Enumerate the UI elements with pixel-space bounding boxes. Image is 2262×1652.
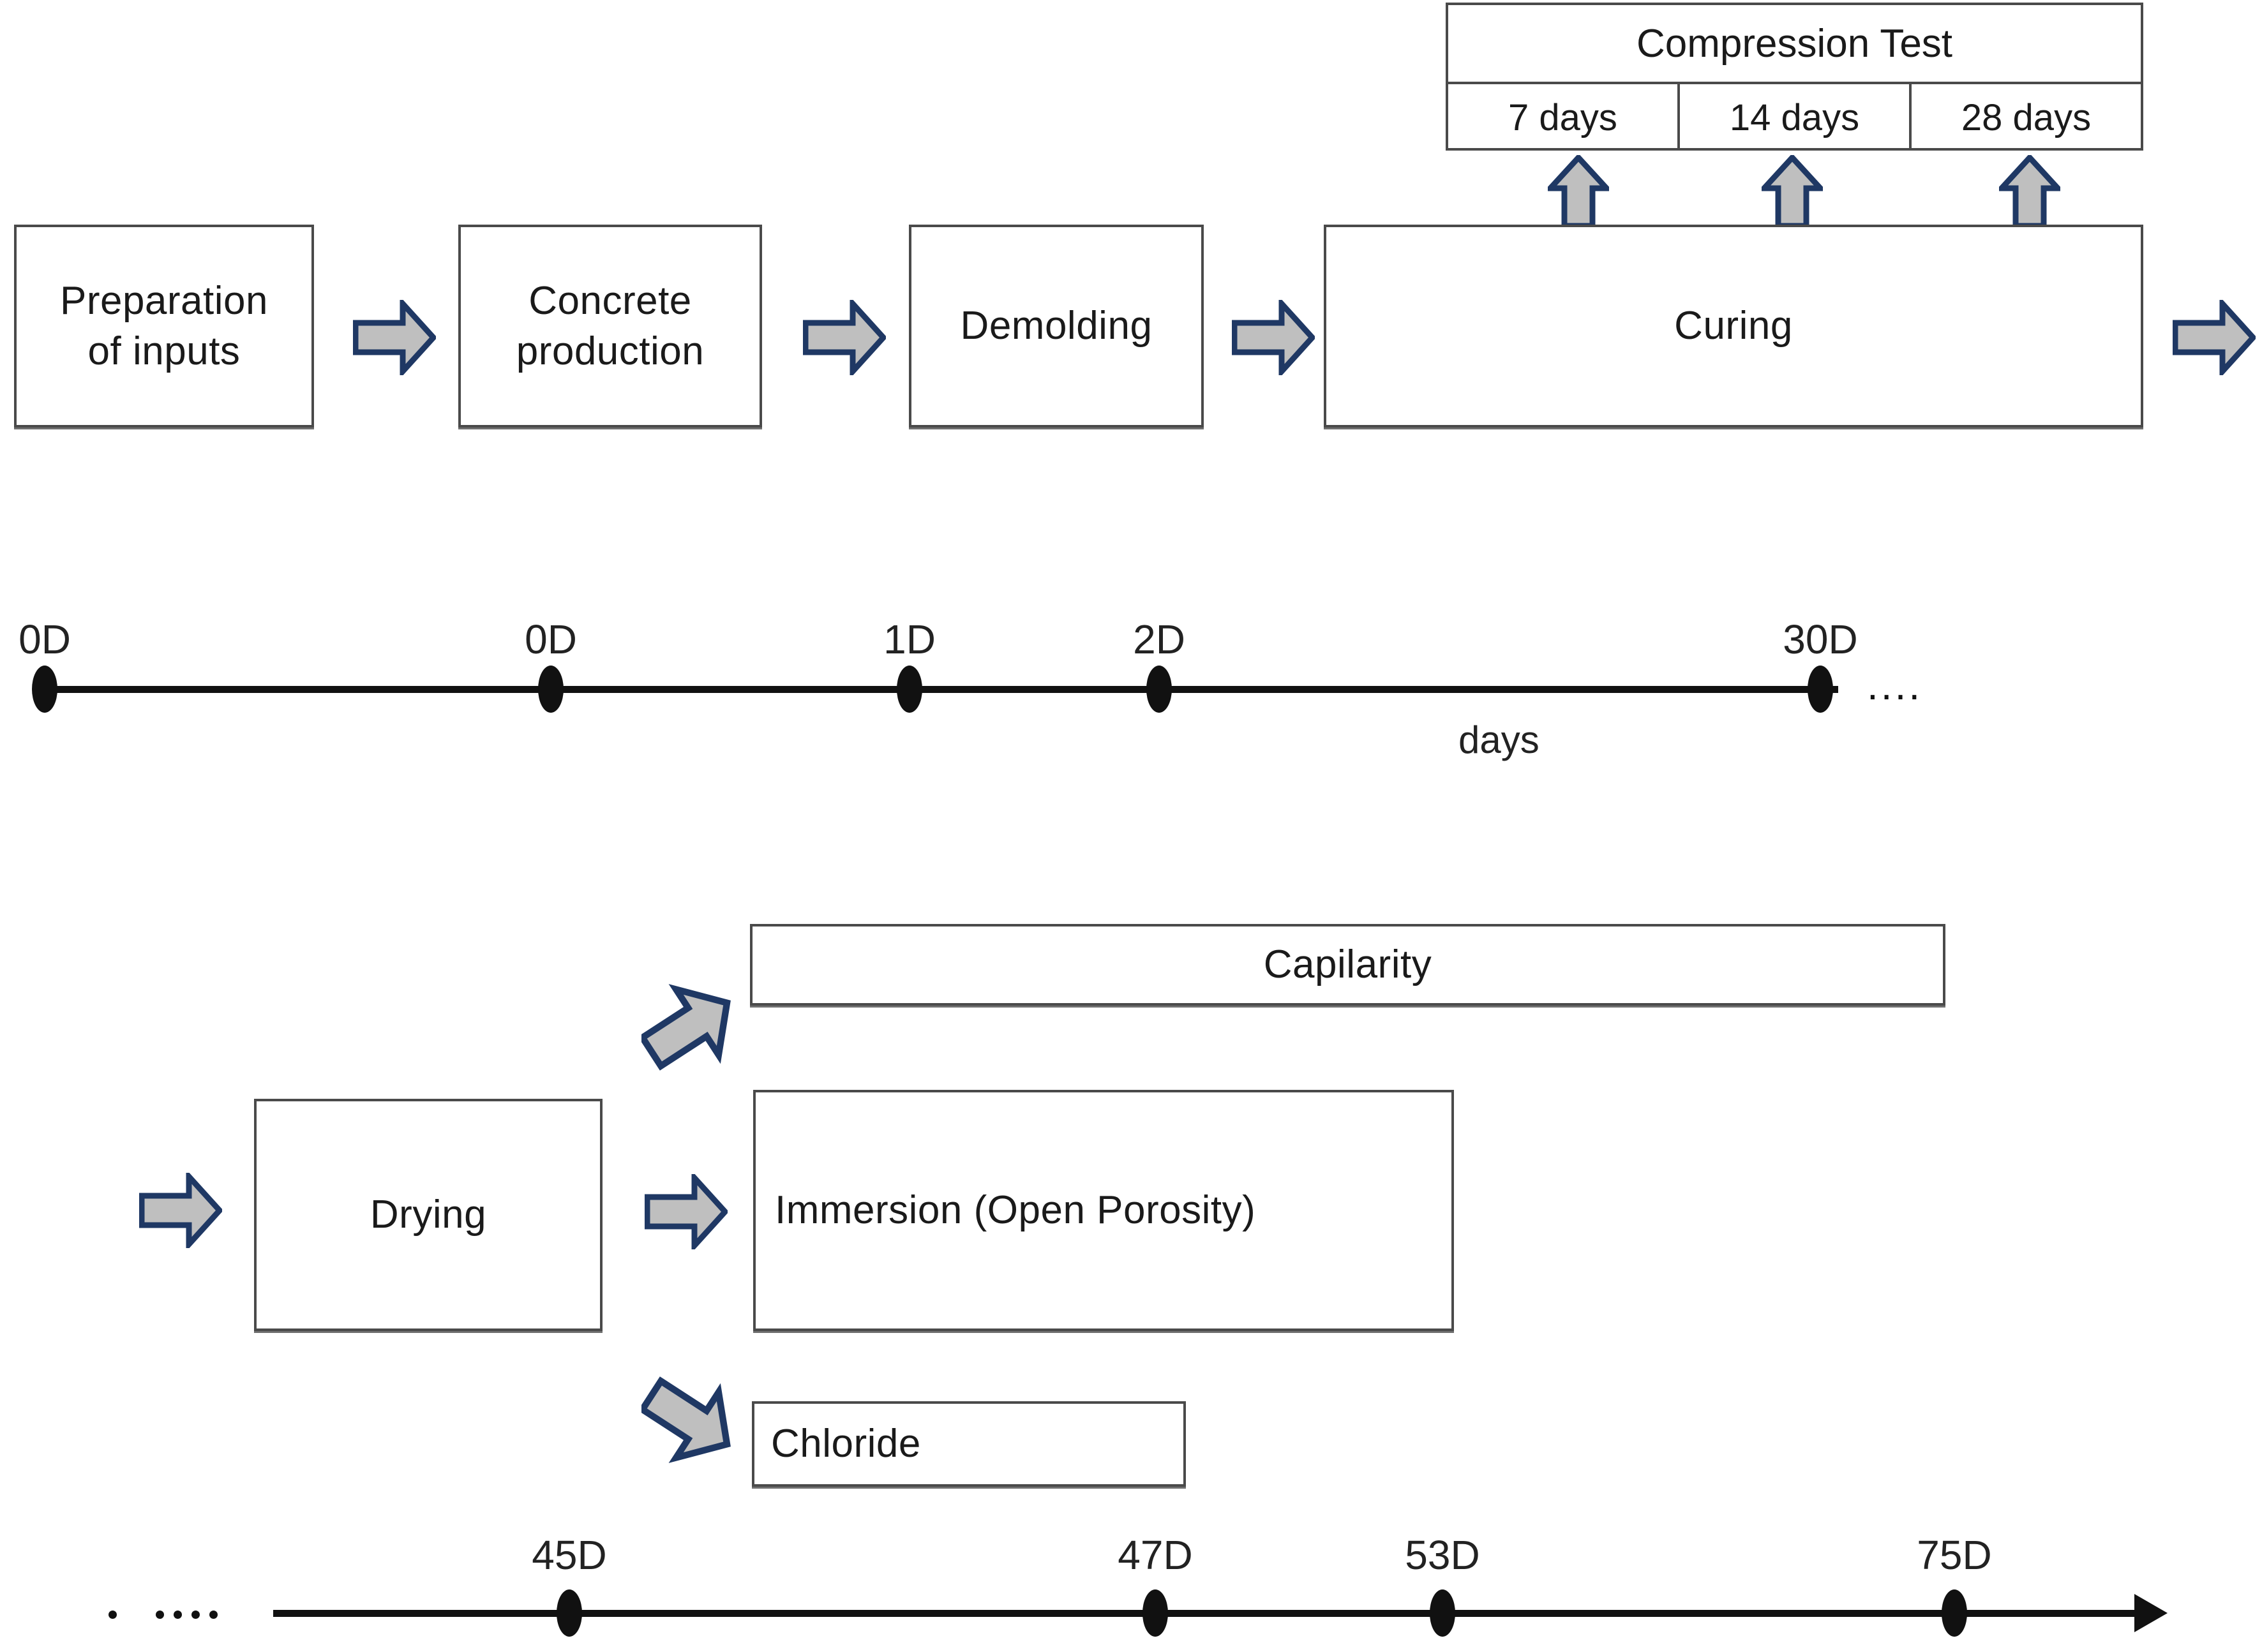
arrow-right-icon-prep-to-production bbox=[353, 300, 436, 375]
timeline-bottom-axis bbox=[273, 1610, 2143, 1617]
compression-test-header-label: Compression Test bbox=[1636, 21, 1953, 66]
compression-test-col-7days-label: 7 days bbox=[1508, 96, 1617, 138]
timeline-bottom-label-2: 53D bbox=[1405, 1532, 1480, 1578]
process-box-drying-label: Drying bbox=[370, 1193, 487, 1237]
timeline-bottom-ellipsis-dot-4 bbox=[209, 1611, 218, 1619]
timeline-top-dot-3 bbox=[1146, 666, 1172, 713]
process-box-curing[interactable]: Curing bbox=[1324, 225, 2143, 428]
process-box-concrete-production[interactable]: Concrete production bbox=[458, 225, 762, 428]
process-box-immersion-open-porosity-label: Immersion (Open Porosity) bbox=[775, 1188, 1256, 1233]
timeline-bottom-ellipsis-dot-2 bbox=[174, 1611, 182, 1619]
process-box-chloride[interactable]: Chloride bbox=[752, 1401, 1186, 1487]
compression-test-header: Compression Test bbox=[1448, 5, 2141, 84]
process-box-drying[interactable]: Drying bbox=[254, 1099, 603, 1331]
timeline-top-label-2: 1D bbox=[883, 616, 936, 662]
arrow-up-icon-7days bbox=[1548, 155, 1609, 228]
process-box-concrete-production-label: Concrete production bbox=[516, 278, 705, 373]
process-box-capilarity-label: Capilarity bbox=[1263, 942, 1432, 987]
process-box-demolding-label: Demolding bbox=[960, 304, 1153, 348]
arrow-up-icon-28days bbox=[1999, 155, 2060, 228]
timeline-bottom-label-3: 75D bbox=[1917, 1532, 1992, 1578]
timeline-top-dot-1 bbox=[538, 666, 564, 713]
timeline-bottom-ellipsis-dot-0 bbox=[109, 1611, 117, 1619]
timeline-bottom-dot-0 bbox=[557, 1589, 582, 1637]
process-box-preparation-of-inputs-label: Preparation of inputs bbox=[59, 278, 269, 373]
timeline-bottom-dot-2 bbox=[1430, 1589, 1455, 1637]
arrow-right-icon-demolding-to-curing bbox=[1232, 300, 1315, 375]
arrow-right-icon-curing-to-next bbox=[2173, 300, 2256, 375]
arrow-down-right-icon-to-chloride bbox=[641, 1376, 731, 1463]
process-box-preparation-of-inputs[interactable]: Preparation of inputs bbox=[14, 225, 314, 428]
compression-test-col-28days: 28 days bbox=[1912, 84, 2141, 151]
timeline-bottom-ellipsis-dot-1 bbox=[156, 1611, 164, 1619]
timeline-top-dot-0 bbox=[32, 666, 57, 713]
process-box-immersion-open-porosity[interactable]: Immersion (Open Porosity) bbox=[753, 1090, 1454, 1331]
timeline-top-ellipsis: .... bbox=[1867, 662, 1923, 708]
timeline-top: 0D 0D 1D 2D 30D .... days bbox=[19, 606, 2208, 761]
timeline-top-label-4: 30D bbox=[1783, 616, 1858, 662]
timeline-top-dot-4 bbox=[1808, 666, 1833, 713]
compression-test-col-14days-label: 14 days bbox=[1729, 96, 1860, 138]
arrow-right-icon-to-immersion bbox=[645, 1174, 728, 1249]
timeline-bottom-dot-1 bbox=[1142, 1589, 1168, 1637]
timeline-bottom-dot-3 bbox=[1942, 1589, 1967, 1637]
arrow-up-right-icon-to-capilarity bbox=[641, 984, 731, 1071]
compression-test-col-14days: 14 days bbox=[1680, 84, 1912, 151]
timeline-top-unit-caption: days bbox=[1458, 718, 1539, 761]
arrow-right-icon-into-drying bbox=[139, 1173, 222, 1248]
timeline-bottom-label-1: 47D bbox=[1118, 1532, 1193, 1578]
timeline-top-label-3: 2D bbox=[1133, 616, 1185, 662]
compression-test-col-28days-label: 28 days bbox=[1961, 96, 2092, 138]
compression-test-columns-row: 7 days 14 days 28 days bbox=[1448, 84, 2141, 151]
timeline-top-dot-2 bbox=[897, 666, 922, 713]
process-box-demolding[interactable]: Demolding bbox=[909, 225, 1204, 428]
arrow-right-icon-production-to-demolding bbox=[803, 300, 886, 375]
compression-test-table: Compression Test 7 days 14 days 28 days bbox=[1446, 3, 2143, 151]
process-box-curing-label: Curing bbox=[1674, 304, 1793, 348]
process-box-capilarity[interactable]: Capilarity bbox=[750, 924, 1945, 1006]
timeline-top-label-0: 0D bbox=[19, 616, 71, 662]
timeline-bottom: 45D 47D 53D 75D bbox=[96, 1506, 2202, 1652]
timeline-top-axis bbox=[45, 686, 1838, 693]
arrow-up-icon-14days bbox=[1762, 155, 1823, 228]
timeline-top-label-1: 0D bbox=[525, 616, 577, 662]
process-box-chloride-label: Chloride bbox=[771, 1422, 921, 1466]
compression-test-col-7days: 7 days bbox=[1448, 84, 1680, 151]
timeline-bottom-arrowhead-icon bbox=[2134, 1594, 2168, 1632]
timeline-bottom-ellipsis-dot-3 bbox=[191, 1611, 200, 1619]
timeline-bottom-label-0: 45D bbox=[532, 1532, 607, 1578]
